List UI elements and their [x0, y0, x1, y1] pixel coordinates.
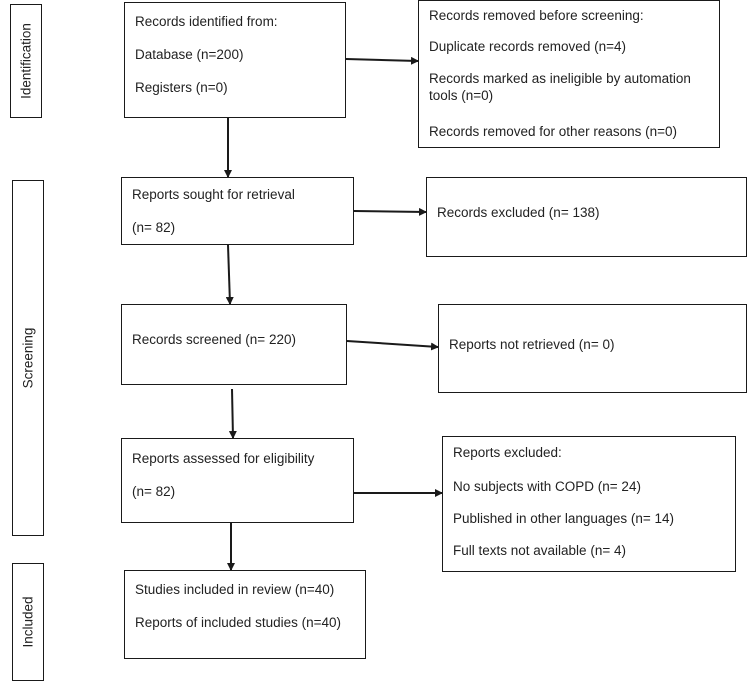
box-records-screened: Records screened (n= 220) — [121, 304, 347, 385]
screened-text: Records screened (n= 220) — [132, 332, 296, 347]
box-records-identified: Records identified from: Database (n=200… — [124, 2, 346, 118]
reports-excluded-copd: No subjects with COPD (n= 24) — [453, 479, 641, 494]
sought-title: Reports sought for retrieval — [132, 187, 295, 202]
arrow-sought-to-excluded — [353, 207, 427, 216]
removed-other: Records removed for other reasons (n=0) — [429, 124, 677, 139]
reports-excluded-languages: Published in other languages (n= 14) — [453, 511, 675, 526]
box-records-excluded: Records excluded (n= 138) — [426, 177, 747, 257]
box-reports-sought: Reports sought for retrieval (n= 82) — [121, 177, 354, 245]
included-studies: Studies included in review (n=40) — [135, 582, 335, 597]
arrow-screened-to-not-retrieved — [346, 340, 439, 351]
box-reports-not-retrieved: Reports not retrieved (n= 0) — [438, 304, 747, 393]
box-reports-excluded: Reports excluded: No subjects with COPD … — [442, 436, 736, 572]
stage-label-screening: Screening — [12, 180, 44, 536]
arrow-identified-to-removed — [345, 56, 419, 65]
identified-heading: Records identified from: — [135, 14, 278, 29]
stage-label-identification: Identification — [10, 4, 42, 118]
assessed-title: Reports assessed for eligibility — [132, 451, 315, 466]
arrow-screened-to-assessed — [228, 388, 237, 439]
removed-duplicates: Duplicate records removed (n=4) — [429, 39, 626, 54]
box-studies-included: Studies included in review (n=40) Report… — [124, 570, 366, 659]
removed-heading: Records removed before screening: — [429, 8, 644, 23]
not-retrieved-text: Reports not retrieved (n= 0) — [449, 337, 615, 352]
identified-database: Database (n=200) — [135, 47, 244, 62]
box-records-removed: Records removed before screening: Duplic… — [418, 0, 720, 148]
box-reports-assessed: Reports assessed for eligibility (n= 82) — [121, 438, 354, 523]
sought-count: (n= 82) — [132, 220, 176, 235]
stage-label-included: Included — [12, 563, 44, 681]
included-reports: Reports of included studies (n=40) — [135, 615, 341, 630]
records-excluded-text: Records excluded (n= 138) — [437, 205, 600, 220]
identified-registers: Registers (n=0) — [135, 80, 228, 95]
assessed-count: (n= 82) — [132, 484, 176, 499]
removed-ineligible: Records marked as ineligible by automati… — [429, 71, 691, 103]
reports-excluded-fulltext: Full texts not available (n= 4) — [453, 543, 626, 558]
reports-excluded-heading: Reports excluded: — [453, 445, 562, 460]
arrow-sought-to-screened — [225, 244, 234, 305]
